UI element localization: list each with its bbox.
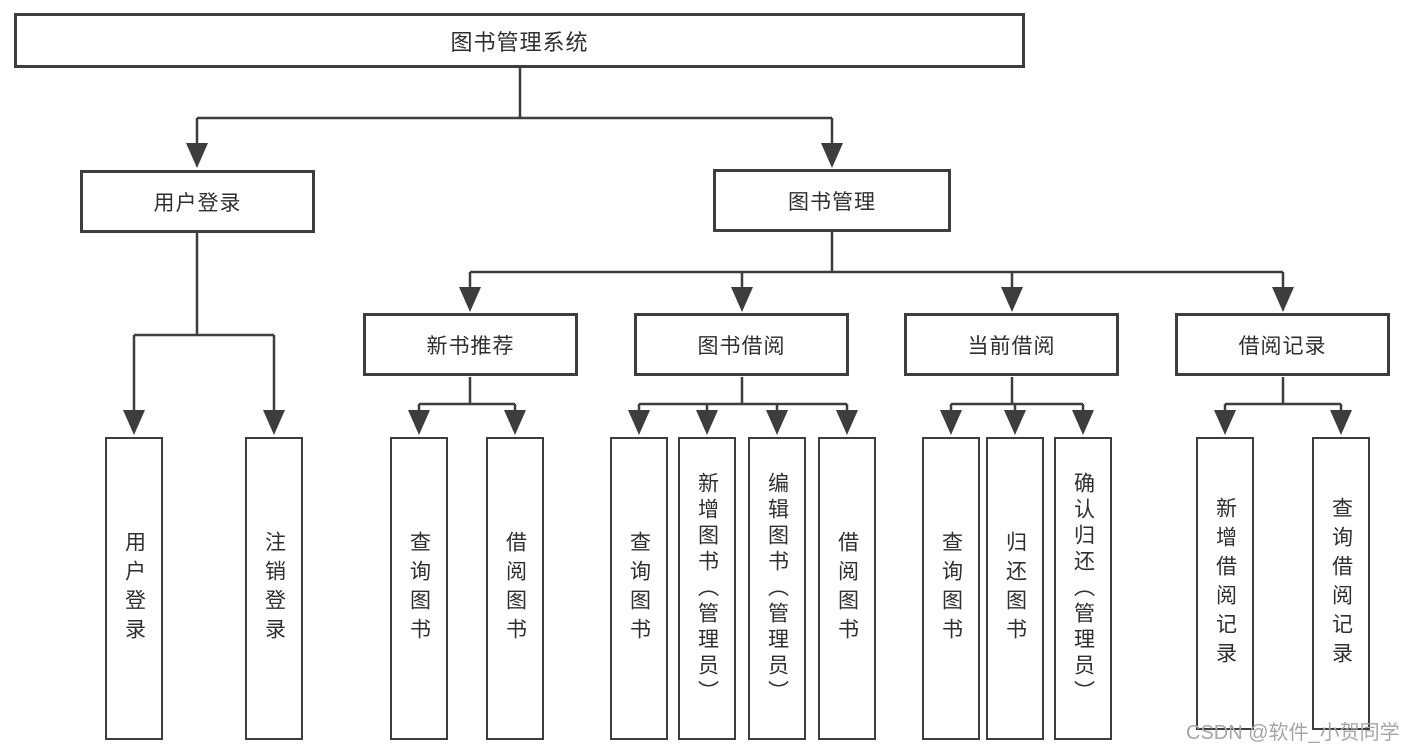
leaf-confirm-return-admin: 确认归还（管理员）	[1054, 437, 1112, 740]
leaf-label: 查询图书	[939, 530, 963, 647]
node-new-book-recommend: 新书推荐	[363, 313, 578, 376]
leaf-return-books: 归还图书	[986, 437, 1044, 740]
leaf-borrowing-query-books: 查询图书	[610, 437, 668, 740]
leaf-label: 借阅图书	[503, 530, 527, 647]
leaf-logout: 注销登录	[245, 437, 303, 740]
node-borrowing-records: 借阅记录	[1175, 313, 1390, 376]
node-label: 借阅记录	[1238, 334, 1327, 358]
leaf-label: 查询借阅记录	[1329, 496, 1353, 671]
leaf-label: 新增图书（管理员）	[695, 471, 719, 706]
leaf-query-borrow-record: 查询借阅记录	[1312, 437, 1370, 730]
node-current-borrowing: 当前借阅	[904, 313, 1119, 376]
node-label: 图书借阅	[697, 334, 786, 358]
leaf-edit-book-admin: 编辑图书（管理员）	[748, 437, 806, 740]
leaf-label: 借阅图书	[835, 530, 859, 647]
leaf-borrowing-borrow-books: 借阅图书	[818, 437, 876, 740]
leaf-label: 注销登录	[262, 530, 286, 647]
root-node-library-system: 图书管理系统	[14, 13, 1025, 68]
node-user-login: 用户登录	[80, 170, 315, 233]
leaf-label: 归还图书	[1003, 530, 1027, 647]
leaf-label: 查询图书	[407, 530, 431, 647]
node-label: 当前借阅	[967, 334, 1056, 358]
node-book-borrowing: 图书借阅	[634, 313, 849, 376]
leaf-label: 用户登录	[122, 530, 146, 647]
node-label: 用户登录	[153, 191, 242, 215]
root-label: 图书管理系统	[450, 29, 589, 55]
node-label: 图书管理	[788, 190, 876, 214]
leaf-newbooks-borrow-books: 借阅图书	[486, 437, 544, 740]
leaf-label: 新增借阅记录	[1213, 496, 1237, 671]
watermark-text: CSDN @软件_小贺同学	[1186, 722, 1400, 744]
leaf-label: 确认归还（管理员）	[1071, 471, 1095, 706]
node-label: 新书推荐	[426, 334, 515, 358]
leaf-newbooks-query-books: 查询图书	[390, 437, 448, 740]
leaf-current-query-books: 查询图书	[922, 437, 980, 740]
node-book-management: 图书管理	[713, 169, 951, 232]
leaf-label: 编辑图书（管理员）	[765, 471, 789, 706]
leaf-add-book-admin: 新增图书（管理员）	[678, 437, 736, 740]
leaf-user-login: 用户登录	[105, 437, 163, 740]
leaf-label: 查询图书	[627, 530, 651, 647]
leaf-add-borrow-record: 新增借阅记录	[1196, 437, 1254, 730]
